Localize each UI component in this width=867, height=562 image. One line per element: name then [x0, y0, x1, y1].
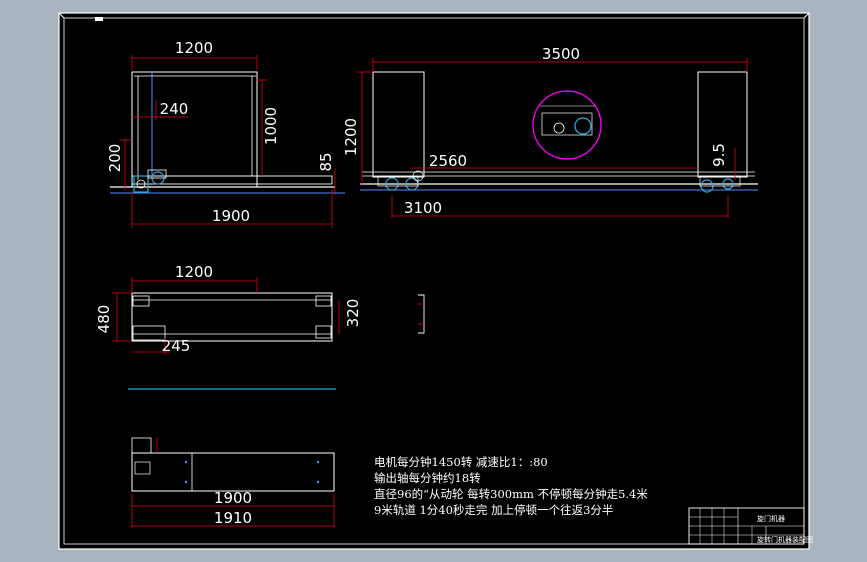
front-view: 1200 240 1000 200 85 1900 [106, 39, 345, 228]
dim-side-rail: 3100 [404, 199, 442, 217]
dim-side-wheel: 9.5 [710, 143, 728, 167]
dim-front-rail: 85 [317, 152, 335, 171]
note-line-2: 输出轴每分钟约18转 [374, 471, 481, 485]
dim-top-width: 1200 [175, 263, 213, 281]
title-block-subtitle: 旋转门机器装配图 [757, 535, 813, 544]
dim-side-height: 1200 [342, 118, 360, 156]
dim-bottom-total: 1910 [214, 509, 252, 527]
dim-top-offset: 245 [162, 337, 191, 355]
front-motor-icon [133, 169, 167, 193]
dim-top-depth: 480 [95, 305, 113, 334]
note-line-1: 电机每分钟1450转 减速比1：:80 [374, 455, 548, 469]
bottom-view: 1900 1910 [131, 437, 335, 528]
sheet-inner-frame [63, 17, 805, 545]
dim-front-width: 1200 [175, 39, 213, 57]
dim-bottom-inner: 1900 [214, 489, 252, 507]
dim-front-height: 1000 [262, 107, 280, 145]
dim-top-inner: 320 [344, 299, 362, 328]
note-line-4: 9米轨道 1分40秒走完 加上停顿一个往返3分半 [374, 503, 613, 517]
detail-circle-icon [532, 90, 602, 160]
dim-front-total: 1900 [212, 207, 250, 225]
side-left-wheel-icon [377, 170, 424, 191]
dim-front-base: 200 [106, 144, 124, 173]
note-line-3: 直径96的“从动轮 每转300mm 不停顿每分钟走5.4米 [374, 487, 648, 501]
dim-side-length: 3500 [542, 45, 580, 63]
technical-notes: 电机每分钟1450转 减速比1：:80 输出轴每分钟约18转 直径96的“从动轮… [374, 455, 648, 517]
side-right-wheel-icon [699, 175, 741, 193]
side-view: 3500 1200 2560 9.5 3100 [342, 45, 758, 218]
title-block: 旋门机器 旋转门机器装配图 [688, 507, 813, 545]
title-block-name: 旋门机器 [757, 514, 785, 523]
dim-front-offset: 240 [160, 100, 189, 118]
dim-side-inner: 2560 [429, 152, 467, 170]
top-view: 1200 480 320 245 [95, 263, 425, 390]
